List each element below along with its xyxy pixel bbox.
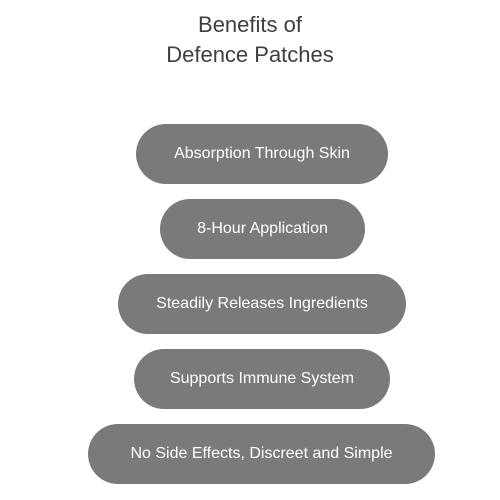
benefit-pill-release: Steadily Releases Ingredients <box>118 274 406 334</box>
benefit-pill-immune: Supports Immune System <box>134 349 390 409</box>
title-line-1: Benefits of <box>198 12 302 37</box>
benefit-pill-absorption: Absorption Through Skin <box>136 124 388 184</box>
title-line-2: Defence Patches <box>166 42 334 67</box>
page-title: Benefits of Defence Patches <box>0 10 500 70</box>
benefit-pill-application: 8-Hour Application <box>160 199 365 259</box>
benefit-pill-side-effects: No Side Effects, Discreet and Simple <box>88 424 435 484</box>
